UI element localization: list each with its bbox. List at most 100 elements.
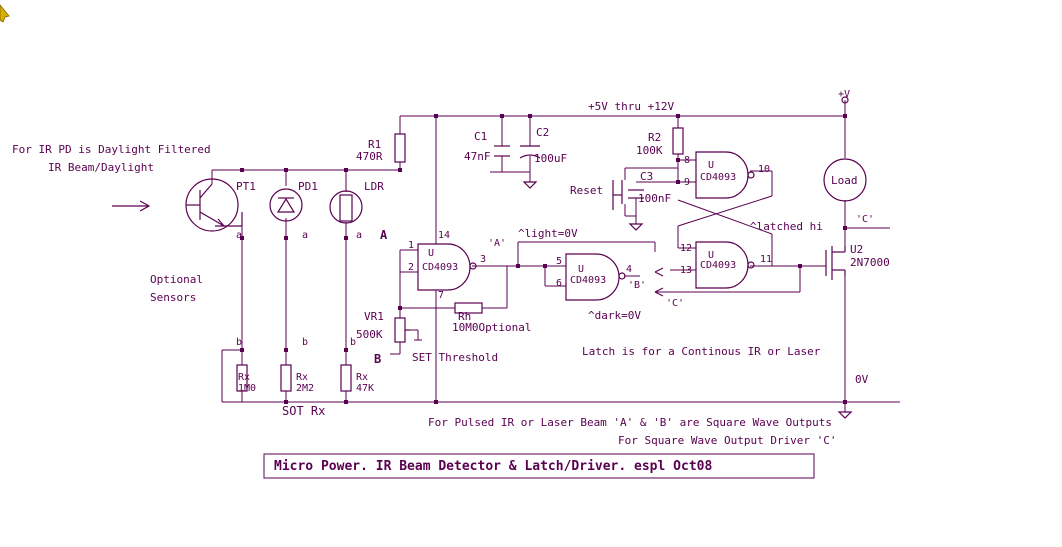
pt1-label: PT1 [236,180,256,193]
reset-switch-icon [612,180,623,210]
vplus-terminal-icon [841,96,849,104]
gate4-u: U [708,250,714,261]
note-ir-beam: IR Beam/Daylight [48,161,154,174]
gate-u3-icon [695,151,755,199]
u2-label: U2 [850,243,863,256]
gate4-pin: 12 [680,243,692,254]
rx1-label: Rx [238,372,250,383]
gate1-pin: 14 [438,230,450,241]
note-optional: Optional [150,273,203,286]
rx3-value: 47K [356,383,374,394]
light-label: ^light=0V [518,227,578,240]
load-label: Load [831,174,858,187]
gate4-pin: 13 [680,265,692,276]
rx2-label: Rx [296,372,308,383]
vr1-label: VR1 [364,310,384,323]
gate1-u: U [428,248,434,259]
arrow-cursor-icon [0,4,10,23]
note-square: For Square Wave Output Driver 'C' [618,434,837,447]
node-a-big: A [380,228,388,242]
r1-resistor-icon [394,133,406,163]
junction-dots [240,114,847,404]
c3-label: C3 [640,170,653,183]
tag-c: 'C' [856,214,874,225]
note-pulsed: For Pulsed IR or Laser Beam 'A' & 'B' ar… [428,416,832,429]
r1-label: R1 [368,138,381,151]
note-ir-pd: For IR PD is Daylight Filtered [12,143,211,156]
ldr-icon [329,190,363,224]
note-sensors: Sensors [150,291,196,304]
gate3-u: U [708,160,714,171]
c2-capacitor-icon [519,145,541,159]
vr1-potentiometer-icon [394,317,410,343]
gate1-type: CD4093 [422,262,458,273]
pd1-label: PD1 [298,180,318,193]
pt1-phototransistor-icon [185,178,243,232]
tag-b: 'B' [628,280,646,291]
gate1-pin: 7 [438,290,444,301]
input-arrow-icon [112,200,151,212]
node-a: a [236,230,242,241]
rh-value: 10M0Optional [452,321,531,334]
gate-u4-icon [695,241,755,289]
tag-c: 'C' [666,298,684,309]
latched-label: ^latched hi [750,220,823,233]
u2-mosfet-icon [825,246,846,280]
rx3-label: Rx [356,372,368,383]
note-latch: Latch is for a Continous IR or Laser [582,345,821,358]
gate2-pin: 4 [626,264,632,275]
gate2-pin: 6 [556,278,562,289]
gate4-pin: 11 [760,254,772,265]
r2-value: 100K [636,144,663,157]
gate-u2-icon [565,253,626,301]
c1-capacitor-icon [494,145,510,157]
note-sot-rx: SOT Rx [282,404,325,418]
node-b-big: B [374,352,381,366]
c3-value: 100nF [638,192,671,205]
node-a: a [302,230,308,241]
rh-resistor-icon [454,302,483,314]
gate3-pin: 8 [684,155,690,166]
vplus-label: +V [838,89,850,100]
rx2-resistor-icon [280,364,292,392]
c1-label: C1 [474,130,487,143]
note-set-threshold: SET Threshold [412,351,498,364]
r1-value: 470R [356,150,383,163]
node-a: a [356,230,362,241]
rx1-resistor-icon [236,364,248,392]
gate1-pin: 3 [480,254,486,265]
r2-resistor-icon [672,127,684,155]
rx1-value: 1M0 [238,383,256,394]
dark-label: ^dark=0V [588,309,641,322]
gate4-type: CD4093 [700,260,736,271]
rx2-value: 2M2 [296,383,314,394]
c3-capacitor-icon [628,189,644,199]
r2-label: R2 [648,131,661,144]
reset-label: Reset [570,184,603,197]
gate3-pin: 9 [684,177,690,188]
gate1-pin: 2 [408,262,414,273]
node-b: b [350,337,356,348]
tag-a: 'A' [488,238,506,249]
c2-label: C2 [536,126,549,139]
node-b: b [236,337,242,348]
gate3-pin: 10 [758,164,770,175]
ldr-label: LDR [364,180,384,193]
vr1-value: 500K [356,328,383,341]
gate2-pin: 5 [556,256,562,267]
ground-label: 0V [855,373,869,386]
gate2-u: U [578,264,584,275]
pd1-photodiode-icon [269,188,303,222]
c2-value: 100uF [534,152,567,165]
c1-value: 47nF [464,150,491,163]
ground-icon [522,181,853,419]
gate2-type: CD4093 [570,275,606,286]
gate3-type: CD4093 [700,172,736,183]
rh-label: Rh [458,310,471,323]
node-b: b [302,337,308,348]
supply-label: +5V thru +12V [588,100,674,113]
u2-value: 2N7000 [850,256,890,269]
rx3-resistor-icon [340,364,352,392]
gate-u1-icon [417,243,477,291]
